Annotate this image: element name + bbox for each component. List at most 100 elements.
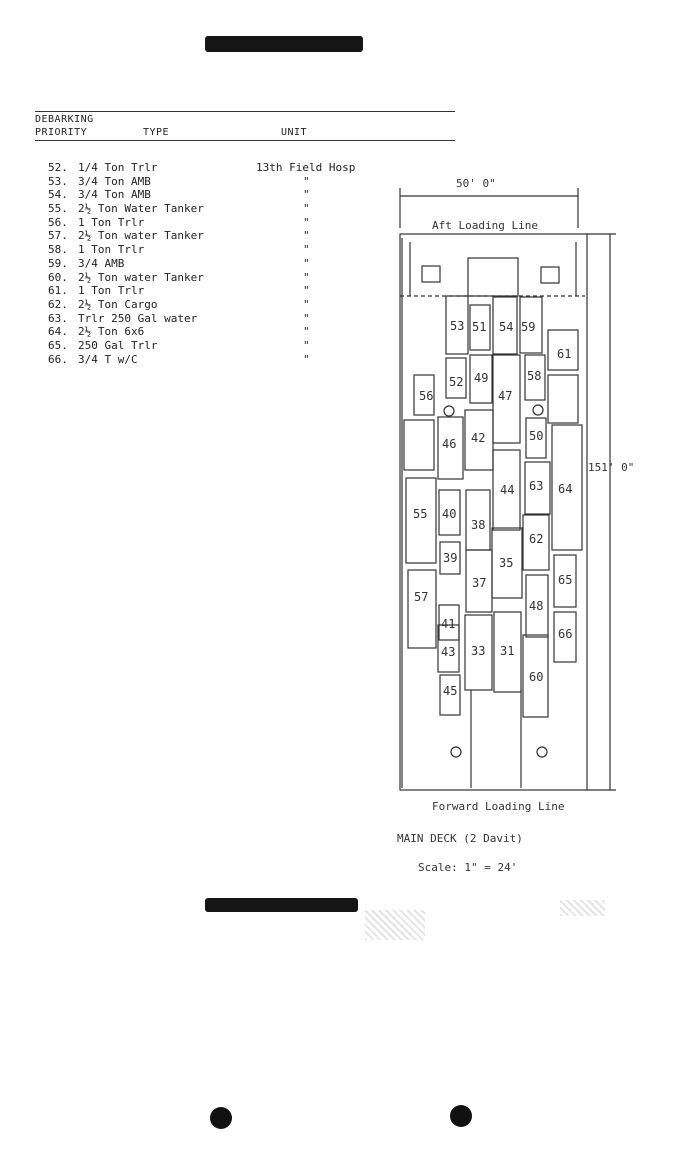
row-unit: "	[303, 338, 310, 352]
vehicle-42-label: 42	[471, 431, 485, 445]
row-number: 56.	[48, 215, 68, 229]
vehicle-63-label: 63	[529, 479, 543, 493]
row-unit: "	[303, 229, 310, 243]
row-number: 60.	[48, 270, 68, 284]
vehicle-43-label: 43	[441, 645, 455, 659]
table-row: 53. 3/4 Ton AMB "	[48, 174, 310, 189]
vehicle-46-label: 46	[442, 437, 456, 451]
vehicle-31-label: 31	[500, 644, 514, 658]
header-priority-line1: DEBARKING	[35, 114, 94, 125]
vehicle-55-label: 55	[413, 507, 427, 521]
row-number: 63.	[48, 311, 68, 325]
vehicle-33-label: 33	[471, 644, 485, 658]
vehicle-35-label: 35	[499, 556, 513, 570]
faded-stamp-right	[560, 900, 605, 916]
deck-label: MAIN DECK (2 Davit)	[397, 832, 523, 845]
vehicle-54-label: 54	[499, 320, 513, 334]
row-type: 2½ Ton 6x6	[78, 325, 145, 339]
punch-hole-left	[210, 1107, 232, 1129]
width-label: 50' 0"	[456, 177, 496, 190]
table-row: 64. 2½ Ton 6x6 "	[48, 325, 310, 339]
vehicle-60-label: 60	[529, 670, 543, 684]
row-unit: "	[303, 174, 310, 188]
row-type: 3/4 Ton AMB	[78, 188, 151, 202]
header-type: TYPE	[143, 127, 170, 138]
vehicle-58-label: 58	[527, 369, 541, 383]
vehicle-62-label: 62	[529, 532, 543, 546]
vehicle-59-label: 59	[521, 320, 535, 334]
vehicle-41-label: 41	[441, 617, 455, 631]
vehicle-37-label: 37	[472, 576, 486, 590]
row-unit: "	[303, 215, 310, 229]
row-number: 61.	[48, 284, 68, 298]
vehicle-66-label: 66	[558, 627, 572, 641]
vehicle-47-label: 47	[498, 389, 512, 403]
table-row: 61. 1 Ton Trlr "	[48, 284, 310, 298]
vehicle-38-label: 38	[471, 518, 485, 532]
row-number: 59.	[48, 256, 68, 270]
table-row: 55. 2½ Ton Water Tanker "	[48, 202, 310, 216]
row-number: 58.	[48, 243, 68, 257]
length-label: 151' 0"	[588, 461, 635, 474]
table-row: 54. 3/4 Ton AMB "	[48, 188, 310, 202]
table-row: 59. 3/4 AMB "	[48, 256, 310, 271]
aft-loading-line-label: Aft Loading Line	[432, 219, 538, 232]
table-row: 63. Trlr 250 Gal water "	[48, 311, 310, 326]
vehicle-53-label: 53	[450, 319, 464, 333]
row-unit: "	[303, 202, 310, 216]
vehicle-50-label: 50	[529, 429, 543, 443]
row-number: 65.	[48, 338, 68, 352]
header-unit: UNIT	[281, 127, 308, 138]
row-type: 2½ Ton Water Tanker	[78, 202, 204, 216]
table-row: 66.3/4 T w/C"	[48, 353, 310, 367]
vehicle-40-label: 40	[442, 507, 456, 521]
row-number: 53.	[48, 174, 68, 188]
faded-stamp	[365, 910, 425, 940]
row-unit: "	[303, 284, 310, 298]
row-type: 3/4 AMB	[78, 256, 125, 270]
row-number: 64.	[48, 325, 68, 339]
table-row: 65.250 Gal Trlr"	[48, 338, 310, 353]
row-unit: "	[303, 352, 310, 366]
punch-hole-right	[450, 1105, 472, 1127]
vehicle-52-label: 52	[449, 375, 463, 389]
redaction-bar-top	[205, 36, 363, 52]
vehicle-39-label: 39	[443, 551, 457, 565]
vehicle-51-label: 51	[472, 320, 486, 334]
row-number: 52.	[48, 161, 68, 174]
vehicle-61-label: 61	[557, 347, 571, 361]
table-row: 62.2½ Ton Cargo"	[48, 297, 310, 312]
row-number: 57.	[48, 229, 68, 243]
row-type: 1 Ton Trlr	[78, 215, 145, 229]
row-type: 1/4 Ton Trlr	[78, 161, 158, 174]
row-type: 2½ Ton water Tanker	[78, 229, 204, 243]
row-unit: "	[303, 325, 310, 339]
row-type: Trlr 250 Gal water	[78, 311, 198, 325]
row-type: 2½ Ton Cargo	[78, 297, 158, 311]
row-unit: "	[303, 188, 310, 202]
table-row: 57. 2½ Ton water Tanker "	[48, 229, 310, 243]
vehicle-44-label: 44	[500, 483, 514, 497]
header-priority-line2: PRIORITY	[35, 127, 88, 138]
row-type: 1 Ton Trlr	[78, 284, 145, 298]
vehicle-49-label: 49	[474, 371, 488, 385]
table-row: 56. 1 Ton Trlr "	[48, 215, 310, 230]
redaction-bar-bottom	[205, 898, 358, 912]
table-row: 58.1 Ton Trlr"	[48, 243, 310, 257]
vehicle-64-label: 64	[558, 482, 572, 496]
vehicle-45-label: 45	[443, 684, 457, 698]
row-unit: "	[303, 311, 310, 325]
row-unit: "	[303, 270, 310, 284]
row-number: 62.	[48, 297, 68, 311]
vehicle-56-label: 56	[419, 389, 433, 403]
row-unit: "	[303, 256, 310, 270]
row-number: 55.	[48, 202, 68, 216]
row-type: 1 Ton Trlr	[78, 243, 145, 257]
row-type: 3/4 Ton AMB	[78, 174, 151, 188]
scale-label: Scale: 1" = 24'	[418, 861, 518, 874]
vehicle-57-label: 57	[414, 590, 428, 604]
header-rule-top	[35, 111, 455, 112]
row-number: 54.	[48, 188, 68, 202]
